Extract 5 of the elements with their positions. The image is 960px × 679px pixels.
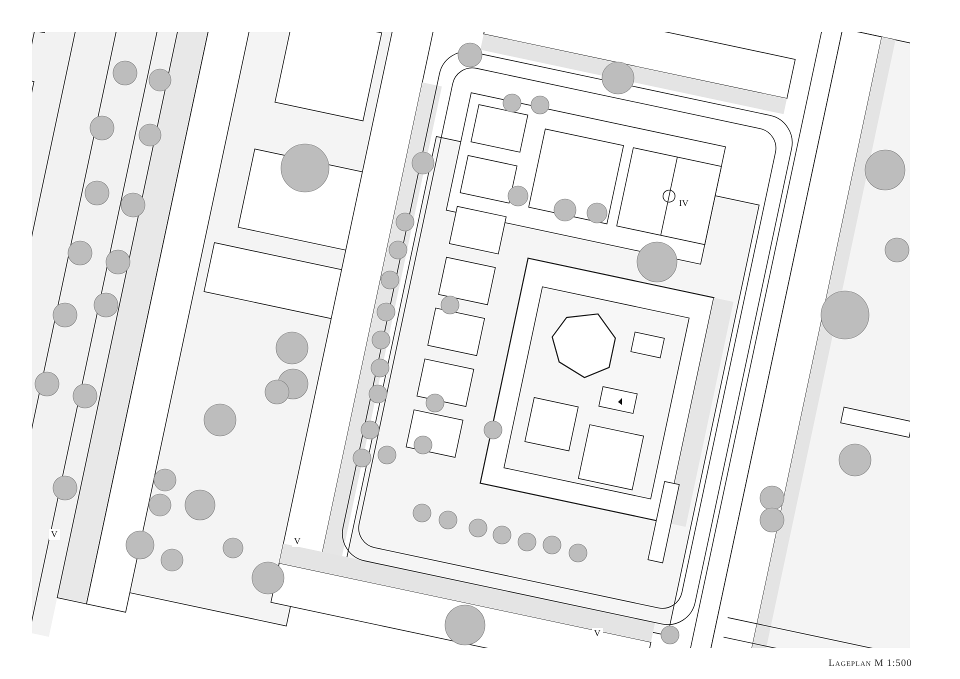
building-storey-label: V — [49, 529, 60, 540]
building-storey-label: IV — [677, 198, 690, 209]
building-storey-label: V — [592, 628, 602, 639]
plan-caption: Lageplan M 1:500 — [828, 658, 912, 669]
building-storey-label: V — [292, 536, 302, 547]
